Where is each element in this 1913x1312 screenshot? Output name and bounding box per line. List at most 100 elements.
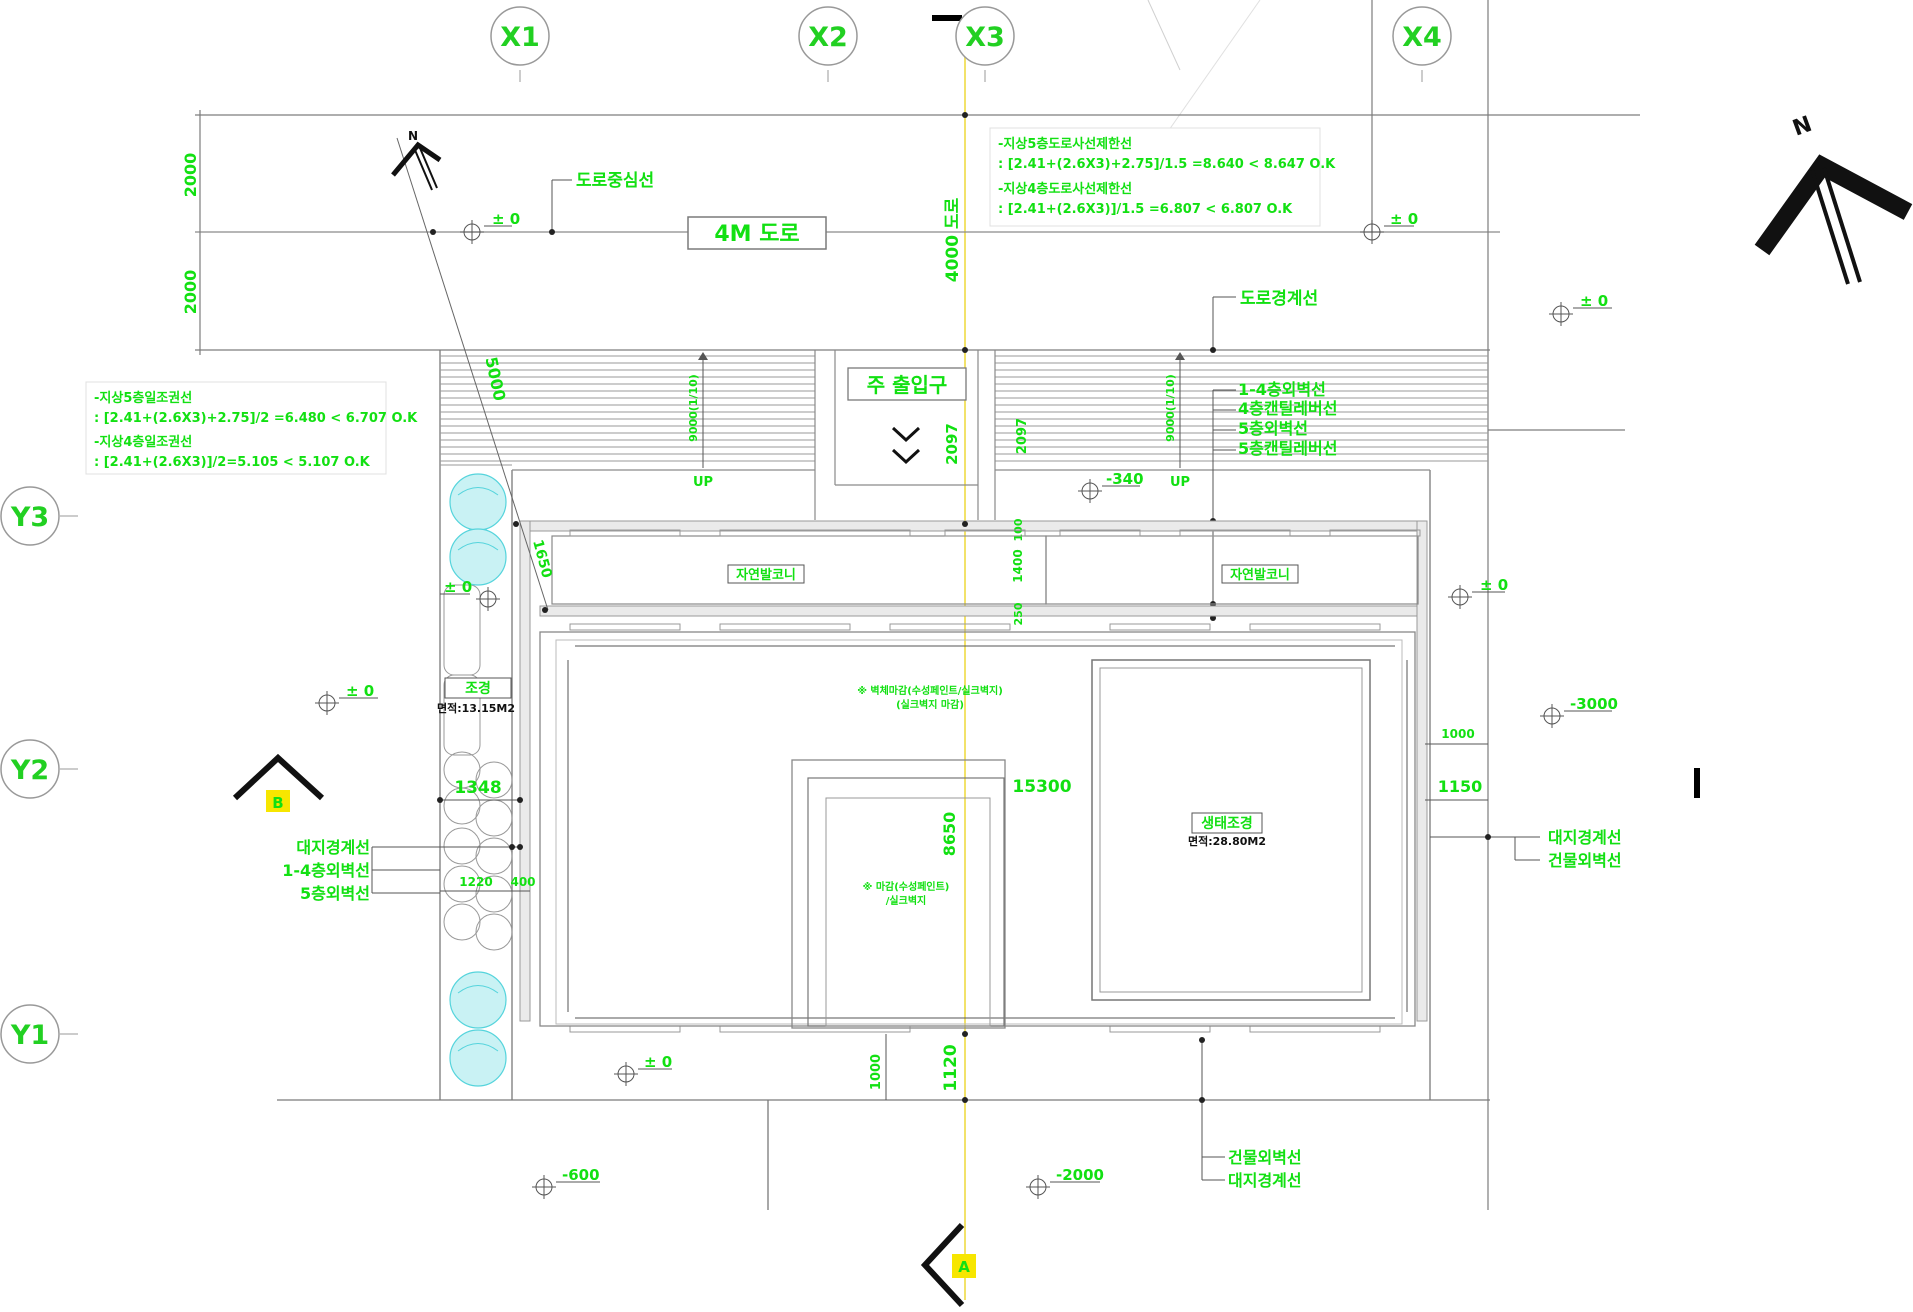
road-dim-2000-bottom: 2000 bbox=[181, 270, 200, 315]
inner-note-1: ※ 마감(수성페인트) bbox=[863, 880, 950, 893]
right-note-2: : [2.41+(2.6X3)+2.75]/1.5 =8.640 < 8.647… bbox=[998, 157, 1336, 172]
right-label-3: 5층외벽선 bbox=[1238, 419, 1308, 438]
left-label-3: 5층외벽선 bbox=[300, 884, 370, 903]
svg-text:± 0: ± 0 bbox=[1390, 210, 1418, 228]
dim-8650: 8650 bbox=[940, 812, 959, 857]
left-label-2: 1-4층외벽선 bbox=[282, 861, 370, 880]
svg-text:± 0: ± 0 bbox=[1480, 576, 1508, 594]
level-marker-left-outer: ± 0 bbox=[315, 682, 378, 715]
right-label-4: 5층캔틸레버선 bbox=[1238, 439, 1337, 458]
svg-text:± 0: ± 0 bbox=[444, 578, 472, 596]
right-label-2: 4층캔틸레버선 bbox=[1238, 399, 1337, 418]
grid-bubble-x1: X1 bbox=[490, 6, 550, 66]
right-notes-box bbox=[989, 127, 1321, 227]
svg-text:X2: X2 bbox=[808, 22, 848, 53]
svg-text:± 0: ± 0 bbox=[346, 682, 374, 700]
left-note-2: : [2.41+(2.6X3)+2.75]/2 =6.480 < 6.707 O… bbox=[94, 411, 418, 426]
road-title-box bbox=[687, 216, 827, 250]
grid-lines bbox=[60, 70, 1423, 1035]
entrance-stripes bbox=[440, 355, 1488, 462]
left-note-3: -지상4층일조권선 bbox=[94, 434, 192, 450]
road-width-label: 4000 도로 bbox=[943, 197, 963, 282]
ramp-right-dim: 9000(1/10) bbox=[1164, 374, 1177, 442]
nature-balcony-right-label: 자연발코니 bbox=[1230, 567, 1290, 583]
main-entrance-label: 주 출입구 bbox=[867, 373, 948, 397]
svg-text:X3: X3 bbox=[965, 22, 1005, 53]
gravel-band-mid bbox=[539, 605, 1426, 617]
svg-text:-2000: -2000 bbox=[1056, 1166, 1104, 1184]
level-marker-road-left: ± 0 bbox=[460, 210, 520, 244]
section-marker-b-icon: B bbox=[232, 753, 325, 812]
bottom-label-1: 건물외벽선 bbox=[1228, 1148, 1302, 1167]
left-note-4: : [2.41+(2.6X3)]/2=5.105 < 5.107 O.K bbox=[94, 455, 371, 470]
entrance-dim: 2097 bbox=[943, 423, 961, 465]
left-label-1: 대지경계선 bbox=[296, 838, 370, 857]
ramp-right-up: UP bbox=[1170, 475, 1190, 490]
grid-bubble-y3: Y3 bbox=[0, 486, 60, 546]
entrance-dim-right: 2097 bbox=[1015, 418, 1030, 454]
road-boundary-line-label: 도로경계선 bbox=[1240, 289, 1318, 309]
hall-note-1: ※ 벽체마감(수성페인트/실크벽지) bbox=[857, 684, 1003, 697]
svg-text:N: N bbox=[1790, 112, 1816, 142]
svg-text:X4: X4 bbox=[1402, 22, 1442, 53]
road-center-line-label: 도로중심선 bbox=[576, 171, 654, 191]
ramp-left-up: UP bbox=[693, 475, 713, 490]
grid-bubble-y2: Y2 bbox=[0, 739, 60, 799]
north-arrow-icon: N bbox=[1754, 112, 1913, 285]
level-marker-bottom-far-left: -600 bbox=[532, 1166, 600, 1199]
dim-1000-bottom: 1000 bbox=[869, 1054, 884, 1090]
landscape-label: 조경 bbox=[465, 680, 491, 697]
right-bottom-label-1: 대지경계선 bbox=[1548, 828, 1622, 847]
right-bottom-label-2: 건물외벽선 bbox=[1548, 851, 1622, 870]
svg-text:B: B bbox=[272, 794, 283, 812]
svg-text:Y1: Y1 bbox=[10, 1020, 49, 1051]
road-area bbox=[195, 0, 1640, 1210]
level-marker-bottom-center: -2000 bbox=[1026, 1166, 1104, 1199]
grid-bubble-y1: Y1 bbox=[0, 1004, 60, 1064]
dim-1348: 1348 bbox=[454, 778, 501, 798]
dim-1650: 1650 bbox=[529, 538, 555, 580]
level-marker-bottom-left: ± 0 bbox=[614, 1053, 672, 1086]
svg-text:-340: -340 bbox=[1106, 470, 1144, 488]
level-marker-right-mid: ± 0 bbox=[1549, 292, 1612, 326]
left-note-1: -지상5층일조권선 bbox=[94, 390, 192, 406]
svg-text:N: N bbox=[408, 129, 418, 143]
eco-garden-area: 면적:28.80M2 bbox=[1188, 834, 1266, 848]
svg-text:-3000: -3000 bbox=[1570, 695, 1618, 713]
right-note-4: : [2.41+(2.6X3)]/1.5 =6.807 < 6.807 O.K bbox=[998, 202, 1293, 217]
road-dim-5000: 5000 bbox=[481, 355, 509, 403]
grid-bubble-x4: X4 bbox=[1392, 6, 1452, 66]
nature-balcony-left-label: 자연발코니 bbox=[736, 567, 796, 583]
svg-text:Y3: Y3 bbox=[10, 502, 49, 533]
entrance-arrow-icon bbox=[891, 426, 921, 443]
svg-text:± 0: ± 0 bbox=[1580, 292, 1608, 310]
small-north-arrow-icon: N bbox=[391, 129, 442, 191]
inner-room bbox=[791, 759, 1006, 1029]
svg-text:X1: X1 bbox=[500, 22, 540, 53]
tree-icons bbox=[449, 473, 507, 1087]
dim-250: 250 bbox=[1012, 602, 1025, 625]
right-note-3: -지상4층도로사선제한선 bbox=[998, 181, 1132, 197]
svg-text:-600: -600 bbox=[562, 1166, 600, 1184]
eco-garden-label: 생태조경 bbox=[1201, 815, 1253, 832]
level-marker-right-building: ± 0 bbox=[1448, 576, 1508, 609]
road-title: 4M 도로 bbox=[714, 222, 799, 247]
dim-1000-right: 1000 bbox=[1441, 727, 1474, 741]
bottom-label-2: 대지경계선 bbox=[1228, 1171, 1302, 1190]
dim-1400: 1400 bbox=[1011, 549, 1025, 582]
ramp-left-dim: 9000(1/10) bbox=[687, 374, 700, 442]
grid-bubble-x3: X3 bbox=[955, 6, 1015, 66]
entrance-label-box bbox=[847, 367, 967, 401]
right-label-1: 1-4층외벽선 bbox=[1238, 380, 1326, 399]
svg-text:± 0: ± 0 bbox=[492, 210, 520, 228]
svg-text:Y2: Y2 bbox=[10, 755, 49, 786]
right-wall-labels bbox=[1212, 389, 1236, 620]
dim-1220: 1220 bbox=[459, 875, 492, 889]
level-marker-left-building: ± 0 bbox=[440, 578, 500, 611]
dim-1120: 1120 bbox=[941, 1044, 961, 1091]
level-marker-right-outer: -3000 bbox=[1540, 695, 1618, 728]
inner-note-2: /실크벽지 bbox=[886, 894, 926, 907]
level-marker-road-right: ± 0 bbox=[1360, 210, 1418, 244]
eco-garden bbox=[1091, 659, 1371, 1001]
